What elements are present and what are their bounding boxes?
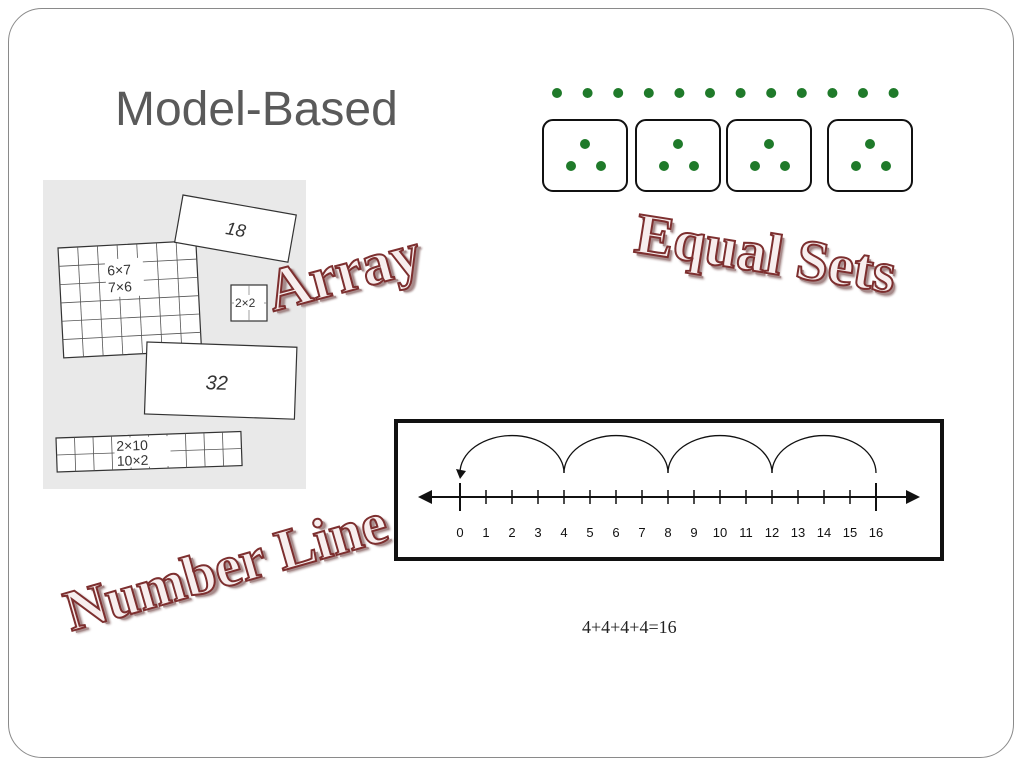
group-box — [726, 119, 812, 192]
card-32: 32 — [143, 341, 298, 420]
set-dot — [827, 88, 838, 98]
jump-arc — [459, 434, 565, 474]
jump-arc — [563, 434, 669, 474]
slide-title: Model-Based — [115, 83, 398, 136]
group-dot — [659, 161, 669, 171]
group-dot — [596, 161, 606, 171]
number-line-tick-label: 8 — [664, 525, 671, 540]
number-line-tick-label: 9 — [690, 525, 697, 540]
number-line-tick-label: 3 — [534, 525, 541, 540]
group-dot — [780, 161, 790, 171]
group-dot — [881, 161, 891, 171]
set-dot — [582, 88, 593, 98]
set-dot — [858, 88, 868, 98]
set-dot — [735, 88, 746, 98]
strip-2x10: 2×10 10×2 — [55, 430, 243, 473]
number-line-tick-label: 10 — [713, 525, 727, 540]
set-dot — [705, 88, 715, 98]
set-dot — [674, 88, 685, 98]
set-dot — [766, 88, 777, 98]
set-dot — [552, 88, 562, 98]
number-line-tick-label: 11 — [739, 525, 753, 540]
group-box — [542, 119, 628, 192]
number-line-tick-label: 4 — [560, 525, 567, 540]
group-dot — [580, 139, 590, 149]
group-box — [827, 119, 913, 192]
array-illustration: 6×7 7×6 18 2×2 32 2×10 10×2 — [43, 180, 306, 489]
group-box — [635, 119, 721, 192]
group-dot — [865, 139, 875, 149]
grid-label-6x7: 6×7 — [107, 261, 132, 278]
number-line-tick-label: 12 — [765, 525, 779, 540]
number-line-tick-label: 0 — [456, 525, 463, 540]
svg-text:2×10: 2×10 — [116, 437, 148, 454]
group-dot — [750, 161, 760, 171]
number-line-tick-label: 6 — [612, 525, 619, 540]
set-dot — [613, 88, 624, 98]
equal-sets-illustration — [542, 88, 913, 192]
jump-arc — [771, 434, 877, 474]
set-dot — [643, 88, 654, 98]
set-dot — [888, 88, 899, 98]
svg-text:10×2: 10×2 — [117, 452, 149, 469]
number-line-tick-label: 13 — [791, 525, 805, 540]
jump-arrowhead — [456, 469, 466, 479]
number-line-tick-label: 5 — [586, 525, 593, 540]
svg-text:32: 32 — [205, 372, 228, 395]
set-dot — [796, 88, 807, 98]
svg-text:2×2: 2×2 — [235, 296, 256, 310]
number-line-tick-label: 7 — [638, 525, 645, 540]
number-line-tick-label: 15 — [843, 525, 857, 540]
jump-arc — [667, 434, 773, 474]
equation-text: 4+4+4+4=16 — [582, 617, 677, 637]
card-2x2: 2×2 — [230, 284, 268, 322]
svg-text:18: 18 — [224, 218, 247, 241]
group-dot — [689, 161, 699, 171]
group-dot — [851, 161, 861, 171]
group-dot — [566, 161, 576, 171]
card-18: 18 — [173, 194, 297, 263]
array-grid: 6×7 7×6 — [57, 240, 203, 359]
group-dot — [673, 139, 683, 149]
number-line-tick-label: 2 — [508, 525, 515, 540]
number-line-tick-label: 16 — [869, 525, 883, 540]
number-line-tick-label: 14 — [817, 525, 831, 540]
grid-label-7x6: 7×6 — [108, 278, 133, 295]
number-line-tick-label: 1 — [482, 525, 489, 540]
group-dot — [764, 139, 774, 149]
